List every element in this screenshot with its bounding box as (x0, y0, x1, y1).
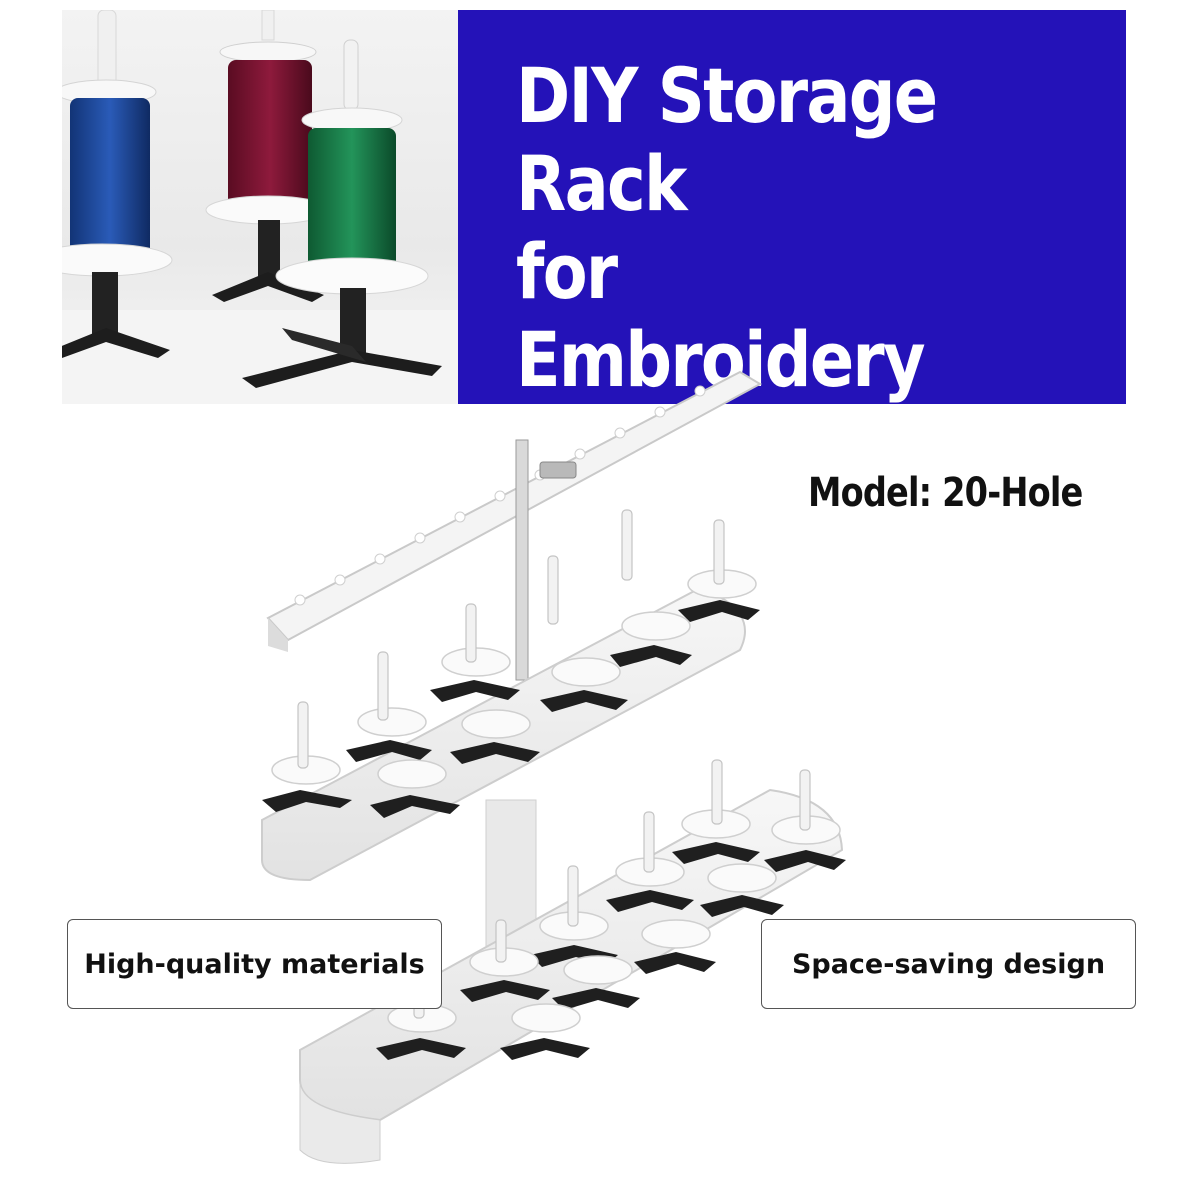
telescopic-pole (515, 439, 529, 681)
spools-illustration (62, 10, 458, 404)
spool-discs-lower (387, 809, 841, 1033)
model-label: Model: 20-Hole (808, 470, 1083, 516)
feature-text-materials: High-quality materials (84, 948, 425, 980)
spool-discs-upper (271, 569, 757, 789)
header-banner: DIY Storage Rack for Embroidery Floss (62, 10, 1126, 404)
thread-guide-bar (266, 370, 763, 652)
feature-text-space-saving: Space-saving design (791, 948, 1106, 980)
feature-callout-materials: High-quality materials (67, 919, 442, 1009)
spool-holders-lower (376, 842, 846, 1060)
thread-spools-photo (62, 10, 458, 404)
feature-callout-space-saving: Space-saving design (761, 919, 1136, 1009)
spool-holders-upper (262, 600, 760, 818)
